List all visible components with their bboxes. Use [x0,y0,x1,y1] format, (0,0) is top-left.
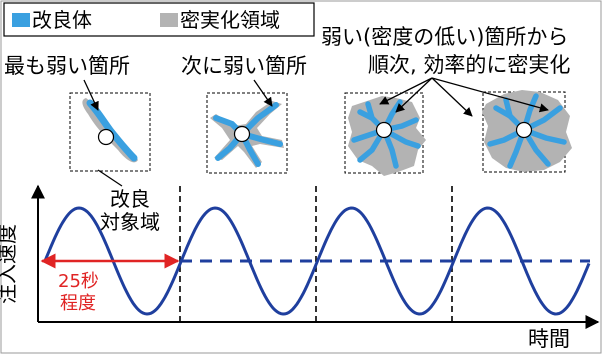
label-weakest: 最も弱い箇所 [4,54,130,78]
arrow-order-1 [379,77,433,105]
label-next-weakest: 次に弱い箇所 [181,54,307,78]
label-period-line2: 程度 [60,293,96,314]
legend-improved-swatch [12,13,30,27]
cycle-separators [179,186,453,322]
annotation-arrows [83,77,549,117]
label-period-line1: 25秒 [58,271,99,292]
legend: 改良体 密実化領域 [3,2,315,37]
panel-4-injection-point [515,121,533,139]
legend-densified-label: 密実化領域 [180,8,280,32]
injection-rate-wave [43,206,591,316]
x-axis-label: 時間 [528,327,570,351]
arrow-weakest [83,79,99,111]
label-order-line2: 順次, 効率的に密実化 [368,53,570,77]
target-area-leader [97,169,123,187]
panel-1-injection-point [97,128,115,146]
arrow-order-4 [431,77,549,113]
label-target-area-line2: 対象域 [100,210,160,234]
arrow-next-weakest [253,79,273,107]
arrow-order-2 [395,77,433,113]
panel-1 [69,92,151,172]
legend-box [3,2,315,37]
legend-densified-swatch [160,13,178,27]
panel-2-injection-point [233,125,251,143]
y-axis-label: 注入速度 [0,224,19,304]
label-target-area-line1: 改良 [110,187,150,211]
panel-2 [206,92,288,174]
legend-improved-label: 改良体 [32,8,92,32]
panel-1-box [69,92,151,172]
panel-3 [344,92,426,176]
arrow-order-3 [431,77,473,117]
label-order-line1: 弱い(密度の低い)箇所から [321,25,568,49]
panel-2-box [206,92,288,174]
panel-3-injection-point [375,121,393,139]
panel-1-improved [86,99,138,162]
panel-4 [482,90,572,173]
